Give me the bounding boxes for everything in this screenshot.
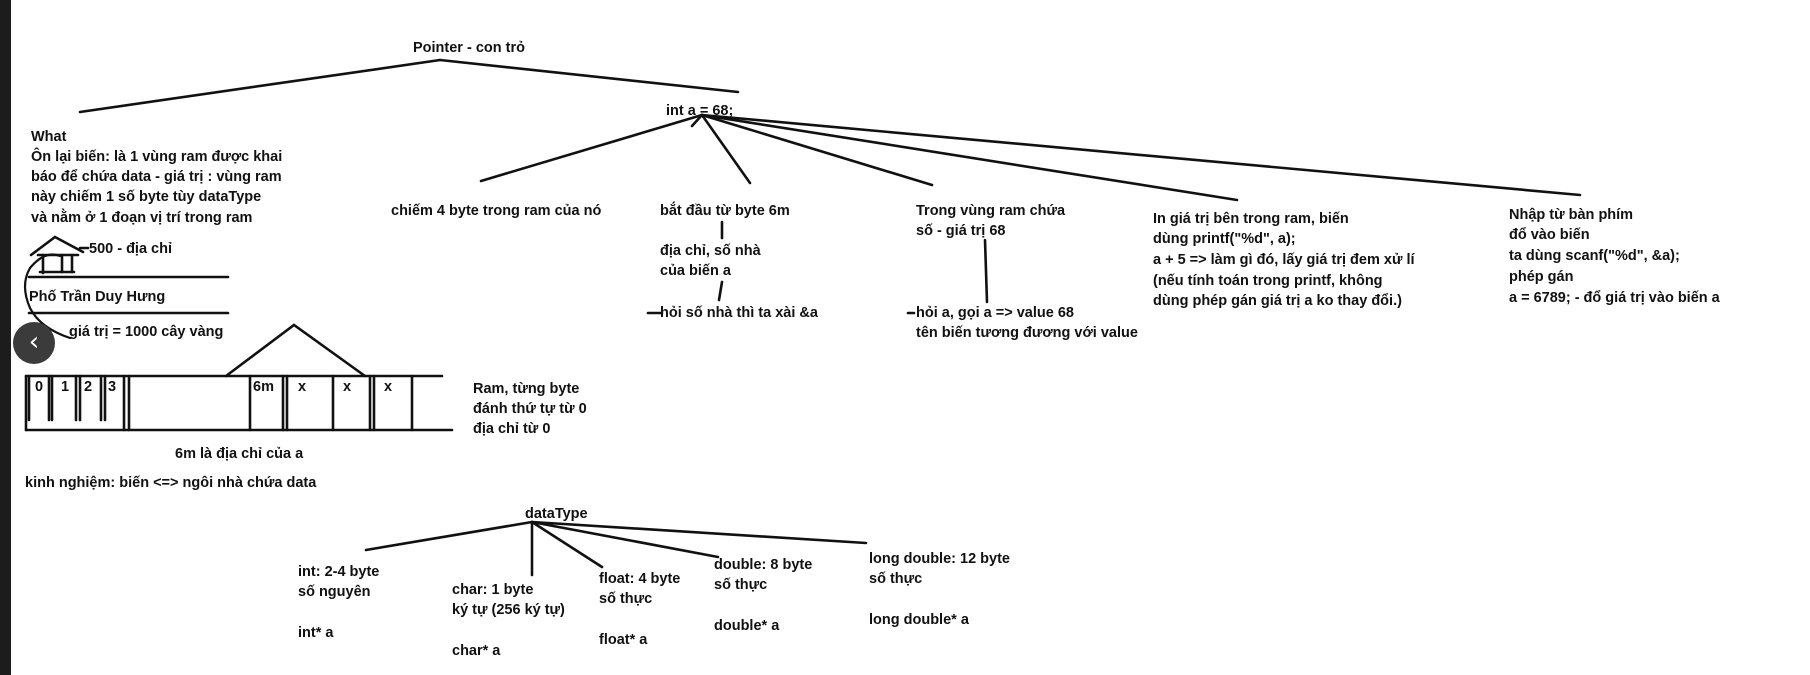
- line-to-print: [700, 113, 1239, 202]
- datatype-int: số nguyên: [298, 584, 371, 600]
- branch-start: địa chỉ, số nhà: [660, 243, 761, 259]
- ram-caption: Ram, từng byte: [473, 381, 580, 397]
- branch-input: đổ vào biến: [1509, 227, 1590, 243]
- line-to-long-double: [530, 520, 868, 545]
- ram-pointer: [224, 323, 367, 378]
- branch-contains: số - giá trị 68: [916, 223, 1006, 239]
- line-contains-down: [983, 238, 989, 304]
- back-arrow-icon[interactable]: ‹: [13, 322, 55, 364]
- datatype-double-pointer: double* a: [714, 618, 780, 634]
- branch-print: In giá trị bên trong ram, biến: [1153, 211, 1349, 227]
- ram-cell: 2: [84, 379, 93, 395]
- branch-input: phép gán: [1509, 269, 1574, 285]
- branch-print: a + 5 => làm gì đó, lấy giá trị đem xử l…: [1153, 252, 1415, 268]
- branch-input: a = 6789; - đổ giá trị vào biến a: [1509, 290, 1720, 306]
- what-heading: What: [31, 129, 67, 145]
- datatype-double: double: 8 byte: [714, 557, 813, 573]
- experience-note: kinh nghiệm: biến <=> ngôi nhà chứa data: [25, 475, 317, 491]
- ram-cell: 1: [61, 379, 70, 395]
- datatype-long-double: số thực: [869, 571, 923, 587]
- datatype-float-pointer: float* a: [599, 632, 648, 648]
- line-to-size: [479, 113, 704, 183]
- house-value: giá trị = 1000 cây vàng: [69, 324, 224, 340]
- what-line: và nằm ở 1 đoạn vị trí trong ram: [31, 210, 253, 226]
- ram-cell-6m: 6m: [253, 379, 274, 395]
- house-address: 500 - địa chỉ: [89, 241, 173, 257]
- house-roof: [29, 235, 85, 257]
- branch-start: của biến a: [660, 263, 731, 279]
- datatype-int: int: 2-4 byte: [298, 564, 380, 580]
- line-to-int: [364, 520, 534, 552]
- datatype-float: float: 4 byte: [599, 571, 681, 587]
- branch-print: (nếu tính toán trong printf, không: [1153, 273, 1383, 289]
- branch-contains-ask: hỏi a, gọi a => value 68: [916, 305, 1074, 321]
- branch-contains-ask: tên biến tương đương với value: [916, 325, 1138, 341]
- ram-cell: x: [298, 379, 307, 395]
- what-line: báo để chứa data - giá trị : vùng ram: [31, 169, 282, 185]
- ram-cell: x: [343, 379, 352, 395]
- datatype-char: char: 1 byte: [452, 582, 534, 598]
- datatype-char: ký tự (256 ký tự): [452, 602, 565, 618]
- branch-contains: Trong vùng ram chứa: [916, 203, 1066, 219]
- datatype-char-pointer: char* a: [452, 643, 501, 659]
- datatype-title: dataType: [525, 506, 588, 522]
- line-to-start: [700, 113, 752, 185]
- ram-address-note: 6m là địa chỉ của a: [175, 446, 304, 462]
- title: Pointer - con trỏ: [413, 40, 525, 56]
- ram-cell: 3: [108, 379, 117, 395]
- ram-caption: địa chỉ từ 0: [473, 421, 551, 437]
- what-line: Ôn lại biến: là 1 vùng ram được khai: [31, 149, 283, 165]
- window-edge: [0, 0, 11, 675]
- datatype-long-double-pointer: long double* a: [869, 612, 969, 628]
- branch-print: dùng printf("%d", a);: [1153, 231, 1296, 247]
- datatype-long-double: long double: 12 byte: [869, 551, 1010, 567]
- root-node: int a = 68;: [666, 103, 734, 119]
- branch-input: Nhập từ bàn phím: [1509, 207, 1634, 223]
- line-to-double: [530, 520, 720, 559]
- datatype-float: số thực: [599, 591, 653, 607]
- street-name: Phố Trần Duy Hưng: [29, 289, 166, 305]
- branch-start: bắt đầu từ byte 6m: [660, 203, 790, 219]
- ram-cell: 0: [35, 379, 44, 395]
- line-to-float: [530, 520, 604, 569]
- what-line: này chiếm 1 số byte tùy dataType: [31, 189, 262, 205]
- branch-start-ask: hỏi số nhà thì ta xài &a: [660, 305, 818, 321]
- line-to-input: [700, 113, 1582, 197]
- branch-print: dùng phép gán giá trị a ko thay đổi.): [1153, 293, 1402, 309]
- ram-cell: x: [384, 379, 393, 395]
- datatype-double: số thực: [714, 577, 768, 593]
- ram-caption: đánh thứ tự từ 0: [473, 401, 587, 417]
- datatype-int-pointer: int* a: [298, 625, 334, 641]
- branch-input: ta dùng scanf("%d", &a);: [1509, 248, 1680, 264]
- line-title-left: [78, 58, 442, 114]
- line-to-contains: [700, 113, 934, 187]
- branch-size: chiếm 4 byte trong ram của nó: [391, 203, 602, 219]
- line-title-right: [438, 58, 740, 94]
